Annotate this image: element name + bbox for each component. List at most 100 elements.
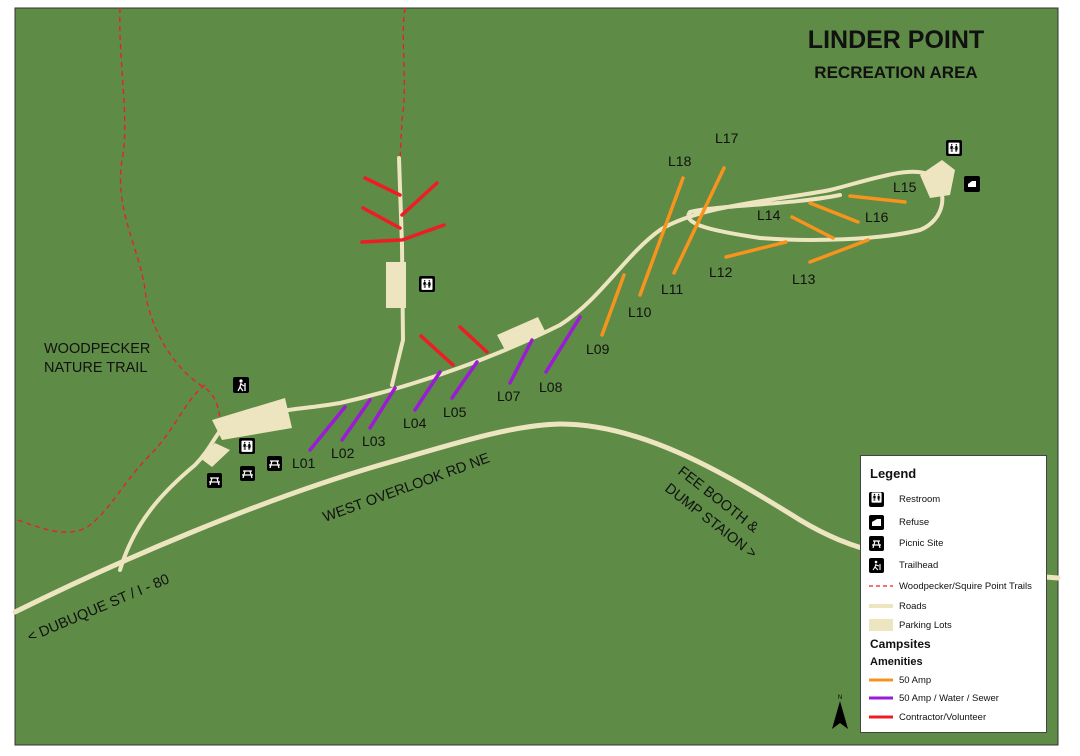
trails	[17, 7, 406, 533]
svg-text:🚻︎: 🚻︎	[947, 142, 961, 155]
campsite-label: L18	[668, 153, 692, 169]
contractor-site	[363, 176, 402, 197]
legend-item-label: Roads	[899, 600, 927, 612]
campsite-pad-L08	[544, 315, 582, 374]
legend-amenities-heading: Amenities	[870, 656, 923, 668]
legend-item-picnic: Picnic Site	[869, 534, 943, 552]
campsite-label: L09	[586, 341, 610, 357]
campsite-label: L07	[497, 388, 521, 404]
campsite-pad-L16	[808, 201, 860, 224]
restroom-icon: 🚻︎	[946, 140, 962, 156]
legend-title: Legend	[870, 466, 917, 481]
parking-lot-north	[386, 262, 406, 308]
dashed-trail-line	[869, 585, 893, 587]
legend-item-label: Picnic Site	[899, 537, 944, 549]
campsite-label: L01	[292, 455, 316, 471]
refuse-icon	[964, 176, 980, 192]
road-dubuque-overlook	[12, 421, 1061, 615]
picnic-table-icon	[869, 535, 884, 551]
parking-lot-west	[212, 398, 292, 440]
legend: Legend 🚻︎ Restroom Refuse Picnic Site Tr…	[860, 455, 1047, 733]
legend-item-label: Restroom	[899, 493, 941, 505]
trail-name-label: WOODPECKER	[44, 341, 150, 357]
contractor-site	[458, 325, 489, 354]
contractor-site	[419, 334, 455, 367]
parking-lot-swatch	[869, 619, 893, 631]
campsite-label: L05	[443, 404, 467, 420]
water-sewer-sites	[308, 315, 582, 452]
campsite-pad-L09	[600, 273, 626, 337]
legend-item-label: Parking Lots	[899, 619, 952, 631]
legend-item-label: Woodpecker/Squire Point Trails	[899, 580, 1032, 592]
legend-item-label: Refuse	[899, 516, 930, 528]
campsite-label: L03	[362, 433, 386, 449]
contractor-site	[400, 181, 439, 217]
parking-lots	[200, 160, 955, 467]
legend-amenity-label: 50 Amp / Water / Sewer	[899, 692, 999, 704]
legend-item-parking: Parking Lots	[869, 616, 952, 634]
legend-campsites-heading: Campsites	[870, 637, 931, 651]
trail-north-center	[399, 7, 406, 161]
amp50-line	[869, 678, 893, 682]
amp50-sites	[600, 166, 907, 337]
map-title: LINDER POINT	[808, 26, 984, 54]
campsite-label: L17	[715, 130, 739, 146]
svg-text:🚻︎: 🚻︎	[240, 440, 254, 453]
contractor-sites	[360, 176, 489, 367]
contractor-site	[360, 238, 402, 244]
campsite-label: L10	[628, 304, 652, 320]
map-subtitle: RECREATION AREA	[814, 63, 977, 82]
campsite-pad-L03	[368, 386, 397, 430]
svg-text:🚻︎: 🚻︎	[420, 278, 434, 291]
campsite-pad-L04	[413, 370, 442, 412]
campsite-pad-L01	[308, 405, 347, 452]
contractor-site	[400, 223, 446, 242]
restroom-icon: 🚻︎	[419, 276, 435, 292]
campsite-pad-L10	[638, 176, 685, 297]
legend-amenity-water-sewer: 50 Amp / Water / Sewer	[869, 689, 999, 707]
picnic-table-icon	[240, 466, 255, 481]
contractor-line	[869, 715, 893, 719]
trail-south-west	[17, 384, 206, 533]
legend-amenity-50amp: 50 Amp	[869, 671, 931, 689]
restroom-icon: 🚻︎	[869, 491, 884, 507]
north-arrow-label: N	[837, 695, 843, 701]
refuse-icon	[869, 514, 884, 530]
legend-amenity-label: Contractor/Volunteer	[899, 711, 987, 723]
campsite-pad-L07	[508, 338, 534, 385]
campsite-pad-L13	[808, 238, 870, 264]
legend-item-refuse: Refuse	[869, 513, 929, 531]
legend-item-roads: Roads	[869, 597, 926, 615]
campsite-labels: L01 L02 L03 L04 L05 L07 L08 L09 L10 L11 …	[292, 130, 917, 471]
parking-lot-turnaround	[920, 160, 955, 198]
campsite-label: L11	[661, 281, 684, 297]
campsite-label: L14	[757, 207, 781, 223]
hiker-icon	[869, 557, 884, 573]
legend-item-label: Trailhead	[899, 559, 939, 571]
parking-lot-east	[497, 317, 546, 350]
campsite-label: L13	[792, 271, 816, 287]
campsite-label: L04	[403, 415, 427, 431]
picnic-table-icon	[207, 473, 222, 488]
restroom-icon: 🚻︎	[239, 438, 255, 454]
contractor-site	[361, 206, 402, 230]
legend-amenity-label: 50 Amp	[899, 674, 932, 686]
campsite-pad-L12	[724, 240, 788, 259]
trail-name-label: NATURE TRAIL	[44, 360, 147, 376]
picnic-table-icon	[267, 456, 282, 471]
legend-item-restroom: 🚻︎ Restroom	[869, 490, 940, 508]
campsite-label: L02	[331, 445, 355, 461]
campsite-label: L12	[709, 264, 733, 280]
amp-water-sewer-line	[869, 696, 893, 700]
campsite-label: L15	[893, 179, 917, 195]
legend-item-trails: Woodpecker/Squire Point Trails	[869, 577, 1032, 595]
campsite-pad-L11	[672, 166, 726, 275]
parking-lot-west-small	[200, 443, 230, 467]
legend-amenity-contractor: Contractor/Volunteer	[869, 708, 986, 726]
trail-north-west	[119, 7, 221, 419]
north-arrow-icon	[832, 701, 848, 729]
campsite-pad-L02	[340, 398, 372, 442]
campsite-pad-L05	[450, 360, 479, 400]
north-arrow: N	[830, 695, 850, 733]
